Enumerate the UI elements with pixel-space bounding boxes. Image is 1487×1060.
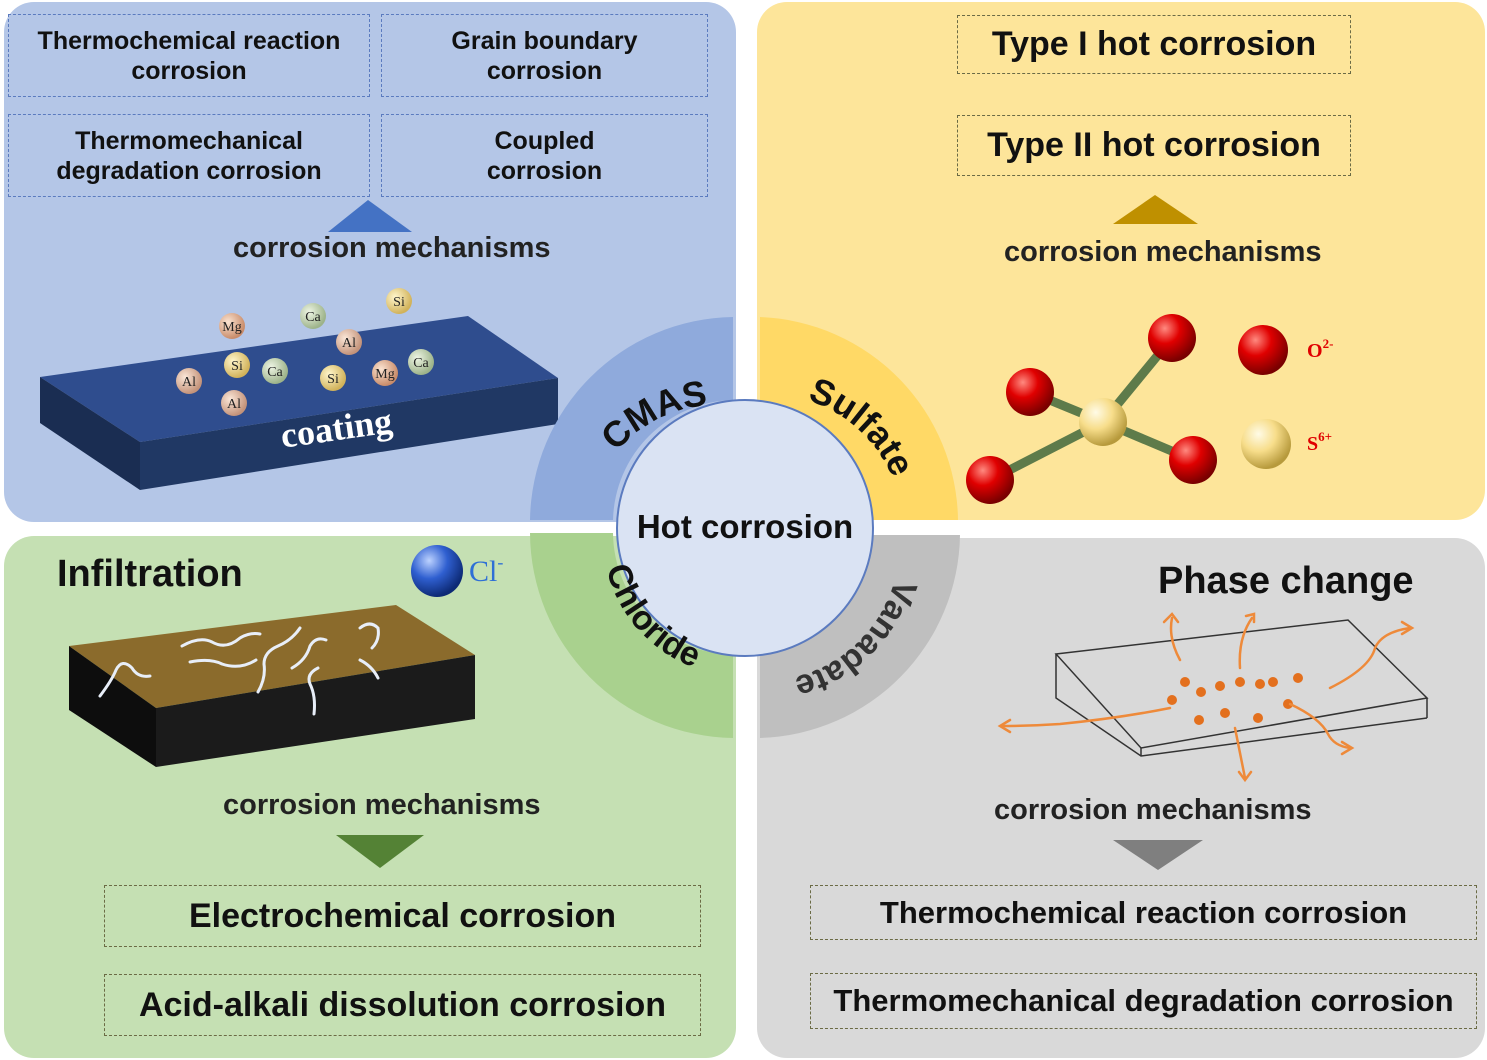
chloride-illustration: [69, 605, 475, 767]
cmas-mechanisms-label: corrosion mechanisms: [233, 232, 551, 264]
svg-text:Ca: Ca: [267, 365, 283, 380]
chloride-title: Infiltration: [57, 553, 243, 595]
particle-al-3: Al: [221, 390, 247, 416]
cmas-box-coupled: Coupled corrosion: [381, 114, 708, 197]
svg-text:Mg: Mg: [222, 320, 241, 335]
sulfate-oxygen-4: [966, 456, 1014, 504]
chloride-ion: Cl-: [411, 545, 503, 597]
vanadate-box-thermomechanical: Thermomechanical degradation corrosion: [810, 973, 1477, 1029]
coating-left-face: [40, 377, 140, 490]
svg-text:Al: Al: [342, 336, 356, 351]
coating-top-face: [40, 316, 558, 442]
cmas-box-grain-boundary: Grain boundary corrosion: [381, 14, 708, 97]
svg-text:Si: Si: [393, 295, 405, 310]
cmas-illustration: coating Mg Ca Si Al Al Si Ca Si Mg Ca Al: [40, 288, 558, 490]
cmas-box-thermochemical: Thermochemical reaction corrosion: [8, 14, 370, 97]
center-label: Hot corrosion: [637, 508, 853, 545]
sulfate-mechanisms-label: corrosion mechanisms: [1004, 236, 1322, 268]
ring-segment-cmas: [530, 317, 733, 520]
infiltration-cracks: [98, 622, 380, 716]
cmas-box-thermomechanical: Thermomechanical degradation corrosion: [8, 114, 370, 197]
ring-segment-chloride: [530, 533, 733, 738]
svg-text:Ca: Ca: [413, 356, 429, 371]
coating-front-face: [140, 378, 558, 490]
sulfate-illustration: O2- S6+: [966, 314, 1333, 504]
particle-ca-1: Ca: [300, 303, 326, 329]
vanadate-title: Phase change: [1158, 560, 1414, 602]
svg-text:Si: Si: [231, 359, 243, 374]
block-left-face: [69, 646, 156, 767]
particle-al-2: Al: [176, 368, 202, 394]
sulfate-oxygen-1: [1148, 314, 1196, 362]
legend-oxygen-ball: [1238, 325, 1288, 375]
legend-sulfur-ball: [1241, 419, 1291, 469]
cmas-up-arrow: [328, 200, 412, 232]
chloride-down-arrow: [336, 835, 424, 868]
svg-text:Ca: Ca: [305, 310, 321, 325]
center-circle: [616, 399, 874, 657]
particle-ca-2: Ca: [262, 358, 288, 384]
vanadate-box-thermochemical: Thermochemical reaction corrosion: [810, 885, 1477, 940]
legend-oxygen-label: O2-: [1307, 336, 1333, 362]
particle-si-3: Si: [320, 365, 346, 391]
sulfate-box-type-i: Type I hot corrosion: [957, 15, 1351, 74]
sulfate-sulfur: [1079, 398, 1127, 446]
sulfate-up-arrow: [1113, 195, 1198, 224]
svg-text:Al: Al: [227, 397, 241, 412]
svg-text:Si: Si: [327, 372, 339, 387]
legend-sulfur-label: S6+: [1307, 429, 1332, 455]
phase-arrows: [997, 612, 1415, 783]
chloride-ion-ball: [411, 545, 463, 597]
particle-mg-2: Mg: [372, 360, 398, 386]
block-top-face: [69, 605, 475, 708]
chloride-box-electrochemical: Electrochemical corrosion: [104, 885, 701, 947]
phase-particles: [1167, 673, 1303, 725]
ring-segment-sulfate: [760, 317, 958, 520]
particle-mg-1: Mg: [219, 313, 245, 339]
vanadate-down-arrow: [1113, 840, 1203, 870]
particle-si-1: Si: [386, 288, 412, 314]
particle-ca-3: Ca: [408, 349, 434, 375]
svg-text:Mg: Mg: [375, 367, 394, 382]
svg-text:Al: Al: [182, 375, 196, 390]
sulfate-box-type-ii: Type II hot corrosion: [957, 115, 1351, 176]
sulfate-oxygen-3: [1169, 436, 1217, 484]
ring-segment-vanadate: [760, 535, 960, 738]
chloride-mechanisms-label: corrosion mechanisms: [223, 789, 541, 821]
chloride-box-acid-alkali: Acid-alkali dissolution corrosion: [104, 974, 701, 1036]
particle-al-1: Al: [336, 329, 362, 355]
vanadate-mechanisms-label: corrosion mechanisms: [994, 794, 1312, 826]
particle-si-2: Si: [224, 352, 250, 378]
sulfate-oxygen-2: [1006, 368, 1054, 416]
vanadate-illustration: [997, 612, 1429, 783]
chloride-ion-label: Cl-: [469, 552, 503, 588]
